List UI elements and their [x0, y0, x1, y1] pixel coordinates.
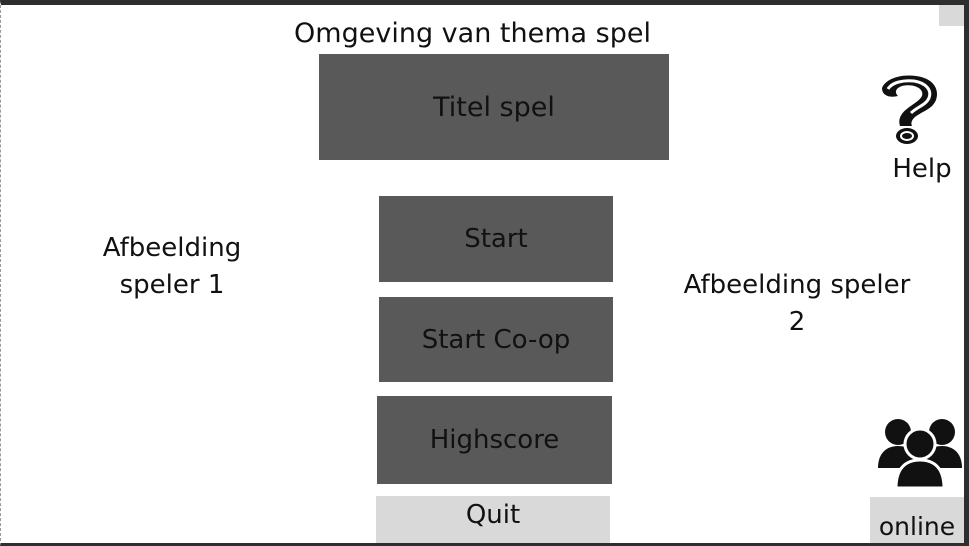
- player2-label-line2: 2: [788, 307, 806, 337]
- player1-label-line2: speler 1: [119, 270, 225, 300]
- quit-button[interactable]: Quit: [376, 496, 610, 543]
- online-button[interactable]: online: [870, 497, 964, 543]
- highscore-button-label: Highscore: [429, 425, 560, 455]
- start-button-label: Start: [464, 224, 528, 254]
- player1-image-placeholder: Afbeelding speler 1: [82, 230, 262, 304]
- start-coop-button[interactable]: Start Co-op: [379, 297, 613, 382]
- start-coop-button-label: Start Co-op: [421, 324, 571, 355]
- question-mark-icon[interactable]: [876, 74, 944, 146]
- game-title: Titel spel: [433, 91, 555, 123]
- player2-image-placeholder: Afbeelding speler 2: [672, 267, 922, 341]
- start-button[interactable]: Start: [379, 196, 613, 282]
- online-button-label: online: [878, 511, 956, 541]
- help-label[interactable]: Help: [892, 154, 952, 184]
- player1-label-line1: Afbeelding: [102, 233, 242, 263]
- users-group-icon[interactable]: [876, 414, 966, 490]
- player2-label-line1: Afbeelding speler: [683, 270, 911, 300]
- highscore-button[interactable]: Highscore: [377, 396, 612, 484]
- corner-box: [939, 5, 964, 26]
- game-title-box: Titel spel: [319, 54, 669, 160]
- quit-button-label: Quit: [465, 500, 521, 530]
- theme-background-label: Omgeving van thema spel: [294, 18, 651, 49]
